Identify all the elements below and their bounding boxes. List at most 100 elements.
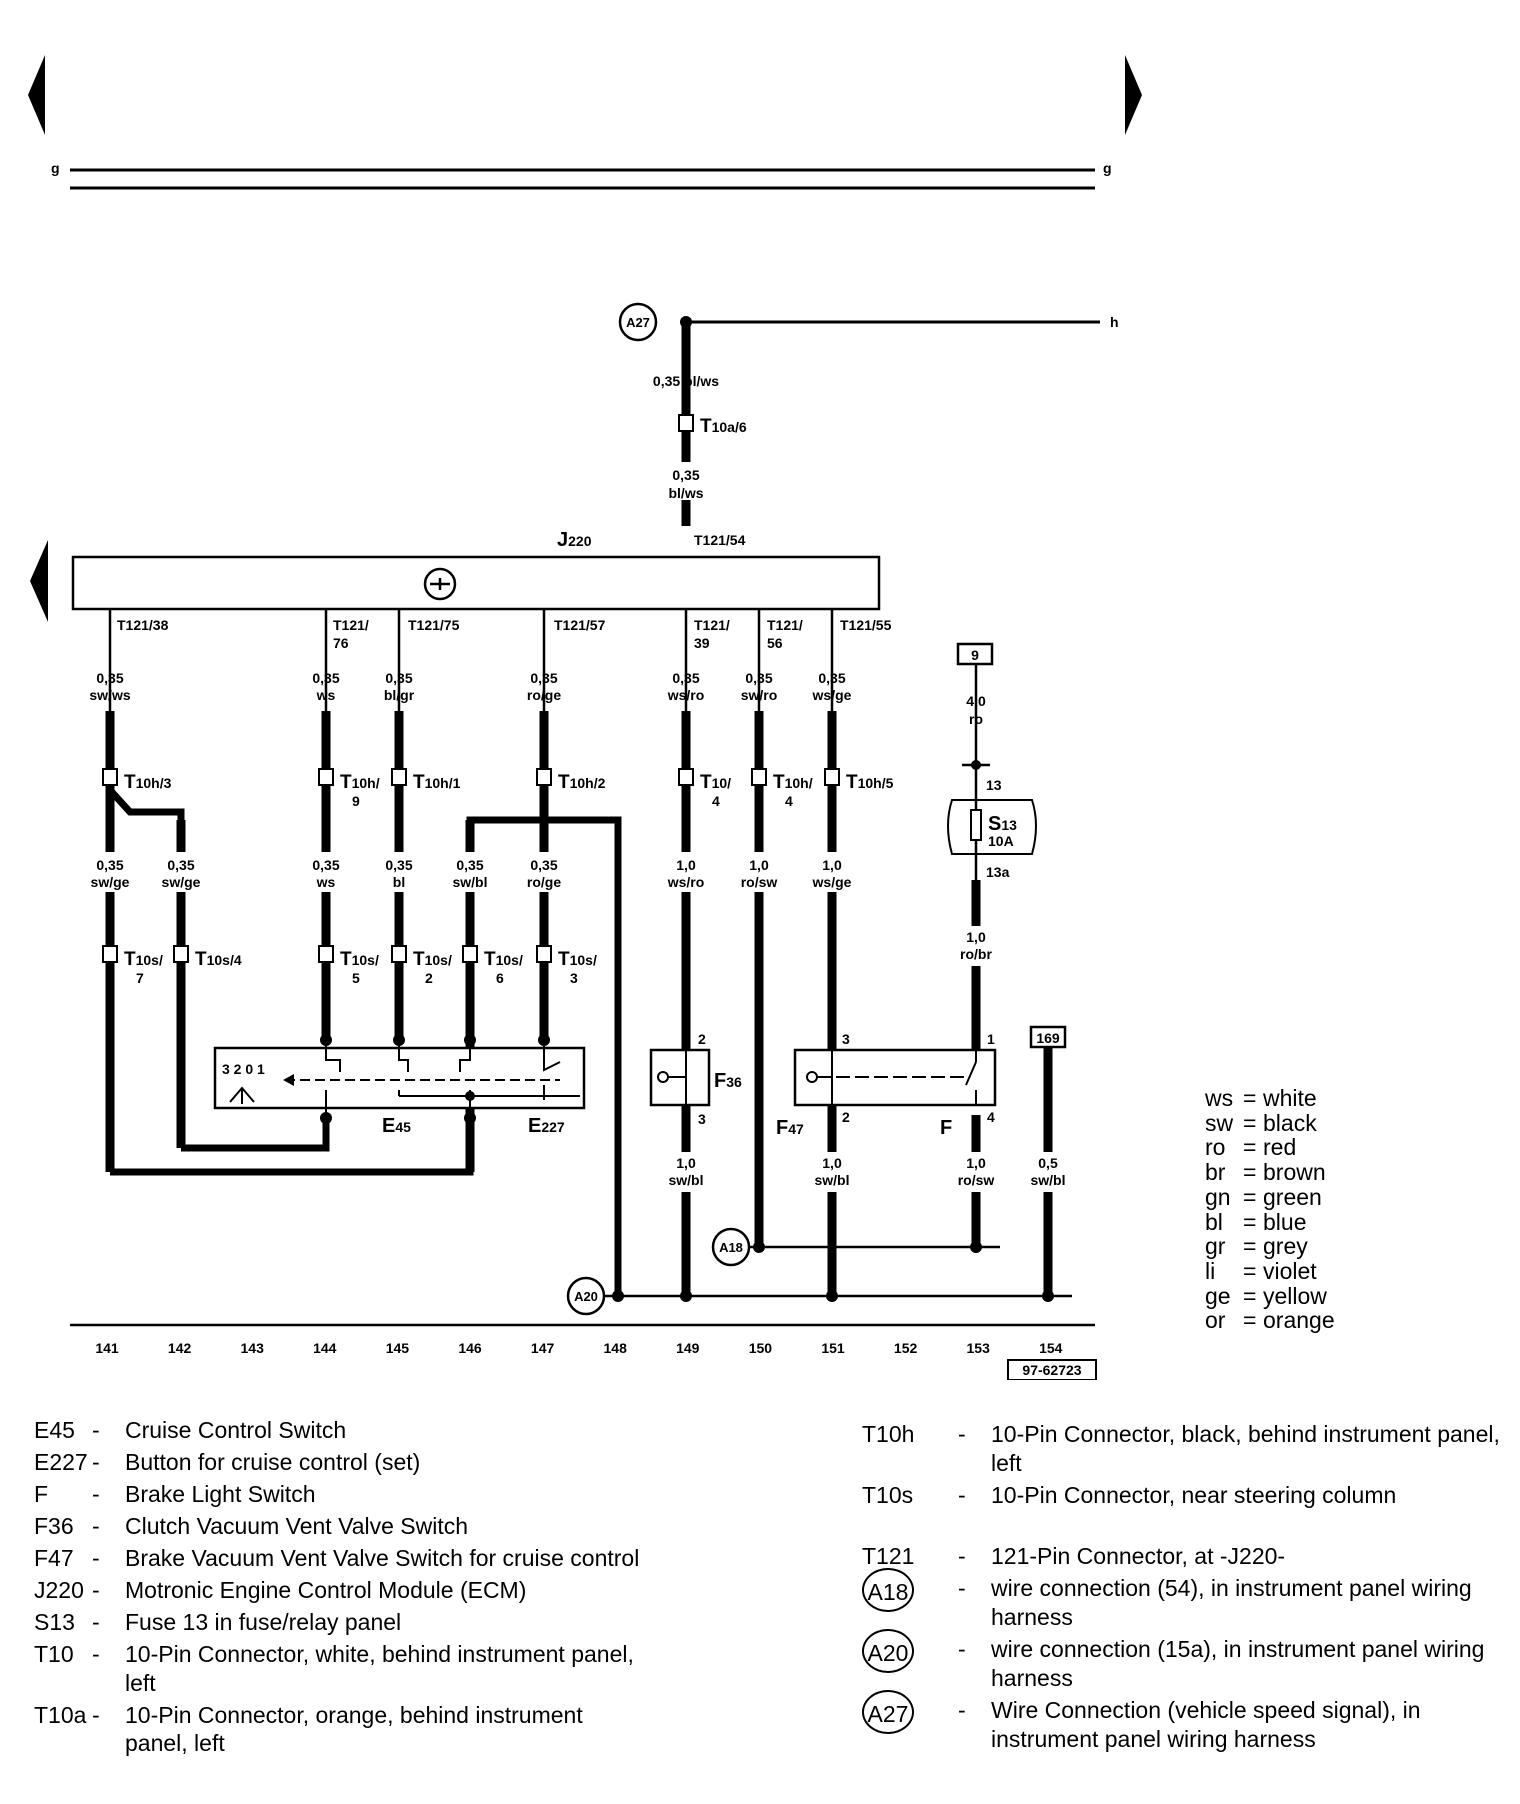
svg-text:A18: A18 <box>719 1240 743 1255</box>
legend-code: A20 <box>862 1629 958 1692</box>
svg-text:169: 169 <box>1036 1030 1060 1046</box>
svg-text:9: 9 <box>971 647 979 663</box>
continue-right-arrow <box>1125 55 1142 135</box>
svg-text:T121/75: T121/75 <box>408 617 460 633</box>
equals-sign: = <box>1243 1159 1257 1186</box>
color-abbr: gr <box>1205 1233 1226 1260</box>
j220-label: J220 <box>557 529 592 551</box>
svg-text:5: 5 <box>352 970 360 986</box>
svg-text:7: 7 <box>136 970 144 986</box>
svg-text:2: 2 <box>425 970 433 986</box>
coordinate-label: 151 <box>821 1340 845 1356</box>
legend-code-circle: A27 <box>862 1690 914 1734</box>
color-name: violet <box>1263 1257 1317 1284</box>
svg-text:sw/bl: sw/bl <box>1030 1172 1065 1188</box>
svg-text:2: 2 <box>698 1031 706 1047</box>
svg-text:13a: 13a <box>986 864 1010 880</box>
legend-row: A18-wire connection (54), in instrument … <box>862 1568 1502 1631</box>
svg-text:1,0: 1,0 <box>749 857 769 873</box>
svg-text:0,35: 0,35 <box>530 670 557 686</box>
legend-row: T121-121-Pin Connector, at -J220- <box>862 1542 1502 1571</box>
legend-dash: - <box>92 1481 100 1507</box>
legend-row: T10h-10-Pin Connector, black, behind ins… <box>862 1420 1502 1477</box>
legend-dash: - <box>958 1482 966 1508</box>
svg-text:4: 4 <box>712 793 720 809</box>
j220-ecm <box>71 555 881 611</box>
doc-number-box <box>1007 1359 1097 1380</box>
t121-54: T121/54 <box>694 532 746 548</box>
svg-text:10A: 10A <box>988 833 1014 849</box>
legend-code: J220 <box>34 1577 84 1603</box>
svg-text:3: 3 <box>842 1031 850 1047</box>
legend-row: E45-Cruise Control Switch <box>34 1416 654 1445</box>
svg-text:T10s/: T10s/ <box>340 949 379 970</box>
svg-text:ws/ro: ws/ro <box>667 687 705 703</box>
svg-text:2: 2 <box>842 1109 850 1125</box>
color-abbr: or <box>1205 1307 1226 1334</box>
continue-left-arrow <box>28 55 45 135</box>
svg-text:ro/ge: ro/ge <box>527 874 561 890</box>
svg-text:0,35: 0,35 <box>456 857 483 873</box>
legend-dash: - <box>92 1545 100 1571</box>
legend-right: T10h-10-Pin Connector, black, behind ins… <box>862 1420 1502 1757</box>
svg-text:bl: bl <box>393 874 405 890</box>
coordinate-label: 150 <box>749 1340 773 1356</box>
color-name: orange <box>1263 1307 1335 1334</box>
svg-text:0,35: 0,35 <box>672 670 699 686</box>
legend-dash: - <box>92 1641 100 1667</box>
coordinate-label: 144 <box>313 1340 337 1356</box>
color-abbr: ws <box>1205 1085 1234 1111</box>
svg-text:sw/ws: sw/ws <box>89 687 130 703</box>
svg-text:1,0: 1,0 <box>676 857 696 873</box>
legend-code: T10a <box>34 1701 87 1728</box>
coordinate-label: 145 <box>386 1340 410 1356</box>
color-abbr: br <box>1205 1159 1226 1186</box>
legend-row: T10a-10-Pin Connector, orange, behind in… <box>34 1701 654 1758</box>
color-abbr: ro <box>1205 1134 1226 1161</box>
equals-sign: = <box>1243 1109 1257 1136</box>
legend-dash: - <box>958 1542 966 1569</box>
svg-text:T10s/: T10s/ <box>558 949 597 970</box>
legend-desc: Brake Vacuum Vent Valve Switch for cruis… <box>125 1545 640 1571</box>
svg-text:T121/: T121/ <box>767 617 803 633</box>
legend-desc: 10-Pin Connector, white, behind instrume… <box>125 1641 634 1696</box>
color-abbr: li <box>1205 1257 1216 1284</box>
color-name: green <box>1263 1183 1322 1210</box>
coordinate-label: 153 <box>967 1340 991 1356</box>
svg-text:T10h/: T10h/ <box>340 772 380 793</box>
coordinate-label: 143 <box>241 1340 265 1356</box>
svg-text:sw/ge: sw/ge <box>91 874 130 890</box>
svg-text:T10s/4: T10s/4 <box>195 949 242 970</box>
svg-text:4,0: 4,0 <box>966 693 986 709</box>
svg-text:bl/ws: bl/ws <box>668 485 703 501</box>
color-name: grey <box>1263 1233 1308 1260</box>
svg-text:T10s/: T10s/ <box>124 949 163 970</box>
color-name: blue <box>1263 1208 1307 1235</box>
legend-desc: Cruise Control Switch <box>125 1417 347 1443</box>
legend-dash: - <box>92 1513 100 1539</box>
svg-text:ws: ws <box>316 874 336 890</box>
equals-sign: = <box>1243 1282 1257 1309</box>
legend-code: F47 <box>34 1545 74 1571</box>
legend-desc: Motronic Engine Control Module (ECM) <box>125 1577 527 1603</box>
svg-text:1,0: 1,0 <box>966 929 986 945</box>
svg-text:ws/ge: ws/ge <box>812 687 852 703</box>
svg-text:9: 9 <box>352 793 360 809</box>
f-label: F <box>940 1117 952 1139</box>
ref-h: h <box>1110 314 1119 330</box>
legend-code: T10 <box>34 1641 74 1667</box>
ref-g-right: g <box>1103 160 1112 176</box>
svg-text:T10s/: T10s/ <box>413 949 452 970</box>
svg-text:T10/: T10/ <box>700 772 731 793</box>
legend-dash: - <box>958 1575 966 1601</box>
legend-dash: - <box>958 1636 966 1662</box>
color-name: yellow <box>1263 1282 1327 1309</box>
svg-text:0,35: 0,35 <box>530 857 557 873</box>
svg-text:6: 6 <box>496 970 504 986</box>
legend-code: T10h <box>862 1421 915 1447</box>
legend-code: F <box>34 1481 49 1507</box>
wire-a27-label: 0,35 bl/ws <box>653 373 719 389</box>
coordinate-label: 146 <box>458 1340 482 1356</box>
